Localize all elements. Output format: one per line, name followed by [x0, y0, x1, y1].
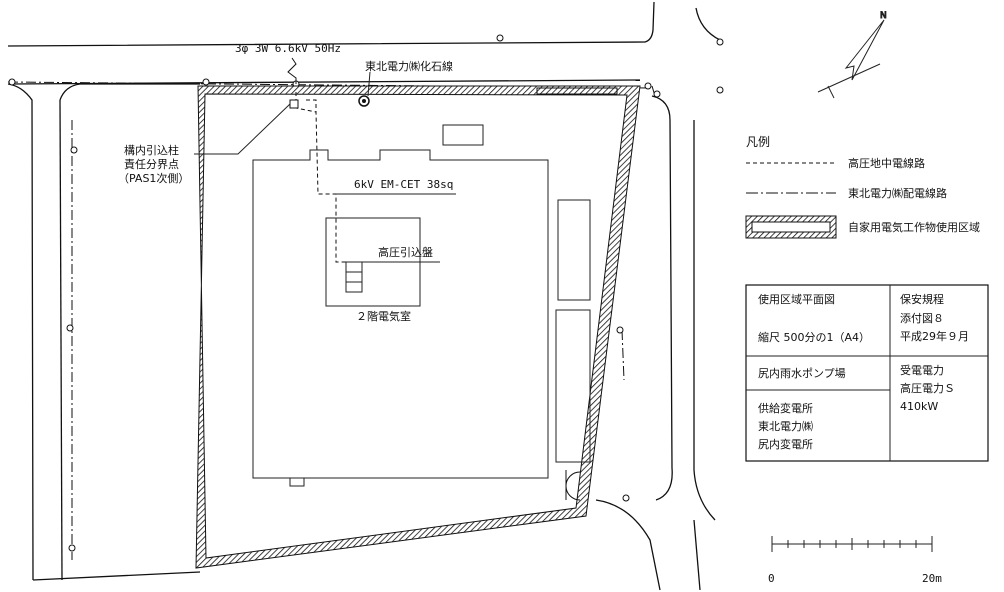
- table-cell-substation-title: 供給変電所: [758, 401, 813, 415]
- pas-switch: [289, 99, 299, 109]
- table-cell-date: 平成29年９月: [900, 329, 969, 343]
- left-road-edge-inner: [59, 99, 63, 581]
- table-cell-utility: 東北電力㈱: [758, 420, 813, 433]
- legend-title: 凡例: [746, 135, 770, 149]
- top-road-edge-lower: [9, 79, 641, 85]
- pole-leader-line: [194, 103, 291, 155]
- table-cell-title-1: 使用区域平面図: [758, 293, 835, 306]
- overhead-line-label: 3φ 3W 6.6kV 50Hz: [235, 42, 341, 55]
- utility-lines: [7, 81, 656, 560]
- feeder-line-label: 東北電力㈱化石線: [365, 59, 453, 73]
- main-building: [252, 124, 591, 501]
- table-cell-substation: 尻内変電所: [758, 437, 813, 451]
- table-cell-power-kw: 410kW: [900, 400, 938, 413]
- info-table-text: 使用区域平面図 縮尺 500分の1（A4） 保安規程 添付図８ 平成29年９月 …: [758, 292, 969, 451]
- underground-cable-route: [295, 92, 346, 263]
- right-road-edge-outer: [693, 120, 716, 521]
- svg-text:N: N: [880, 11, 887, 21]
- rooftop-structure: [442, 124, 484, 146]
- site-boundary: [195, 85, 641, 569]
- right-road-edge-inner: [651, 95, 673, 501]
- right-road-corner-top: [695, 7, 721, 41]
- scale-start-label: 0: [768, 572, 775, 585]
- legend: 凡例 高圧地中電線路 東北電力㈱配電線路 自家用電気工作物使用区域: [745, 135, 980, 239]
- legend-item-utility: 東北電力㈱配電線路: [848, 186, 947, 200]
- cable-label: 6kV EM-CET 38sq: [354, 178, 453, 191]
- top-road-edge: [7, 1, 655, 47]
- scale-end-label: 20m: [922, 572, 942, 585]
- right-road-bottom: [595, 499, 661, 591]
- pole-label-3: （PAS1次側）: [118, 171, 189, 185]
- table-cell-regulation: 保安規程: [900, 292, 944, 306]
- legend-item-hatched: 自家用電気工作物使用区域: [848, 220, 980, 234]
- left-road-corner: [59, 83, 200, 101]
- electrical-room-label: ２階電気室: [356, 309, 411, 323]
- table-cell-facility: 尻内雨水ポンプ場: [758, 366, 846, 380]
- table-cell-power-title: 受電電力: [900, 364, 944, 377]
- scale-bar: [771, 536, 933, 552]
- table-cell-attachment: 添付図８: [900, 311, 944, 325]
- bottom-road-edge: [32, 571, 201, 581]
- right-road-bottom-2: [693, 519, 701, 591]
- switchgear-label: 高圧引込盤: [378, 245, 433, 259]
- legend-item-underground: 高圧地中電線路: [848, 156, 925, 170]
- utility-poles: [8, 34, 724, 552]
- left-road-edge-outer: [7, 83, 34, 581]
- pole-label-1: 構内引込柱: [124, 143, 179, 157]
- table-cell-scale: 縮尺 500分の1（A4）: [758, 330, 870, 344]
- info-table: [745, 284, 989, 462]
- pole-label-2: 責任分界点: [124, 157, 179, 171]
- table-cell-power-class: 高圧電力Ｓ: [900, 381, 955, 395]
- switchgear-panel: [345, 261, 363, 293]
- north-arrow-icon: N: [817, 11, 887, 99]
- electrical-room: [325, 217, 421, 307]
